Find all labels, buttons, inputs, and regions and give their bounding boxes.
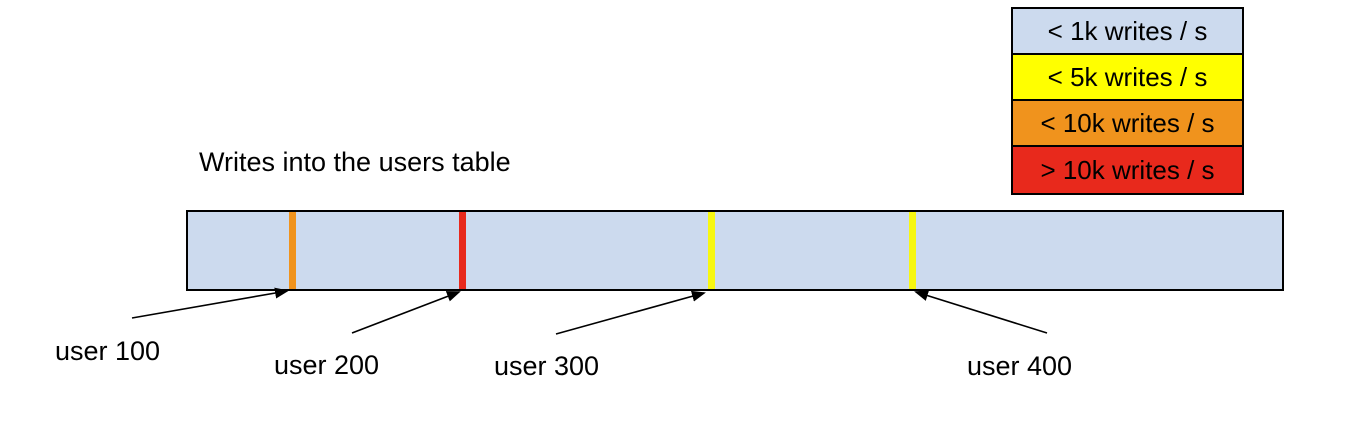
diagram-title: Writes into the users table: [199, 147, 511, 177]
label-user-200: user 200: [274, 350, 380, 380]
partition-marker-user-300: [708, 212, 715, 289]
label-user-400: user 400: [967, 351, 1073, 381]
legend-item-lt-5k: < 5k writes / s: [1013, 55, 1242, 101]
arrow-user-200: [351, 291, 461, 334]
users-table-bar: [186, 210, 1284, 291]
arrow-user-400: [914, 290, 1048, 334]
label-user-300: user 300: [494, 351, 600, 381]
arrow-user-100: [131, 287, 289, 319]
legend: < 1k writes / s < 5k writes / s < 10k wr…: [1011, 7, 1244, 195]
partition-marker-user-200: [459, 212, 466, 289]
partition-marker-user-400: [909, 212, 916, 289]
legend-item-lt-10k: < 10k writes / s: [1013, 101, 1242, 147]
legend-item-lt-1k: < 1k writes / s: [1013, 9, 1242, 55]
legend-item-gt-10k: > 10k writes / s: [1013, 147, 1242, 193]
label-user-100: user 100: [55, 336, 161, 366]
partition-marker-user-100: [289, 212, 296, 289]
arrow-user-300: [555, 290, 706, 335]
